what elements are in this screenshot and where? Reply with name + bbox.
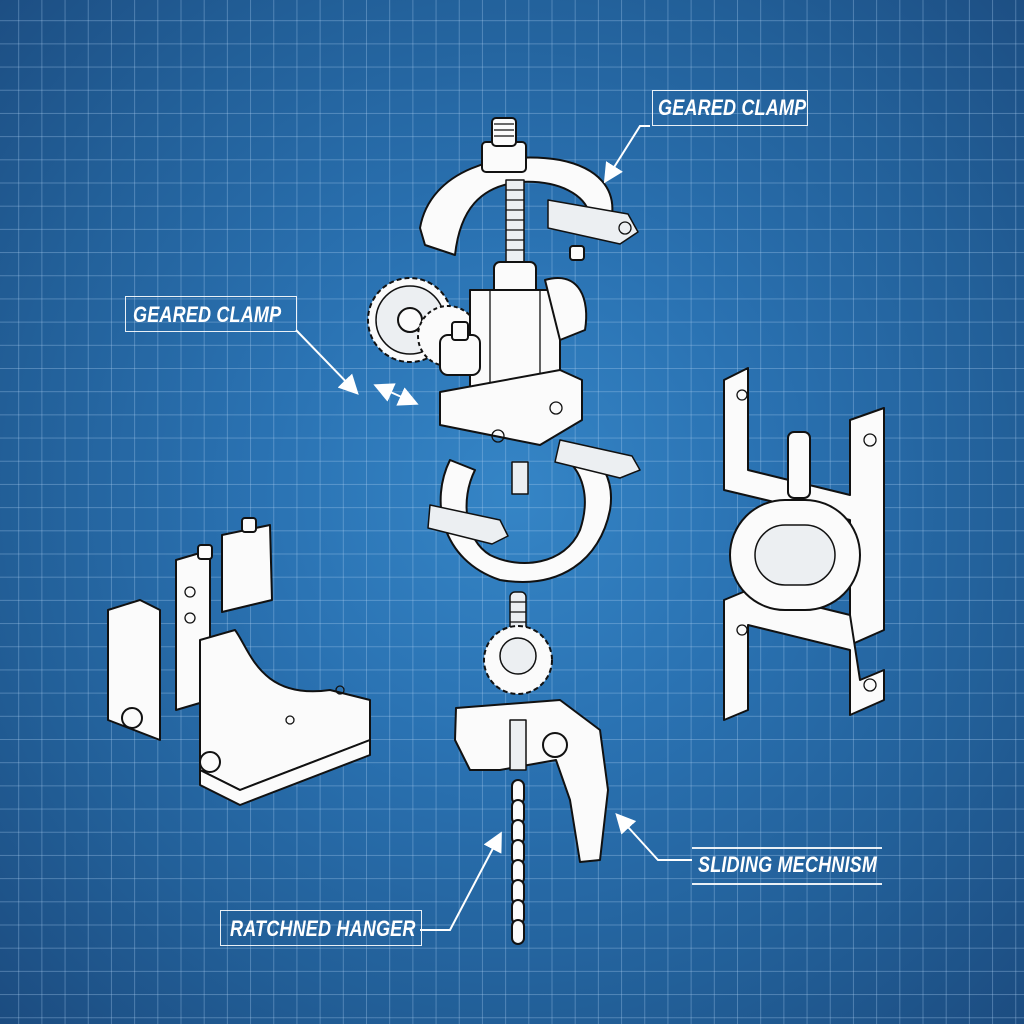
label-rule-sliding-top (692, 847, 882, 849)
gear-train-block (367, 261, 588, 446)
label-geared-clamp-left: GEARED CLAMP (133, 302, 282, 327)
hanger-chain (511, 779, 525, 945)
label-ratcheted-hanger: RATCHNED HANGER (230, 916, 416, 941)
label-sliding-mechanism: SLIDING MECHNISM (698, 852, 878, 877)
upper-clamp-arm (419, 117, 639, 271)
ratchet-hanger (454, 591, 609, 863)
sliding-oval-frame (723, 367, 885, 721)
label-box-geared-clamp-left (125, 296, 297, 332)
label-box-ratcheted-hanger (220, 910, 422, 946)
pipe-clamp-ring (427, 439, 641, 583)
label-geared-clamp-top: GEARED CLAMP (658, 95, 807, 120)
right-angle-bracket (107, 517, 371, 806)
leader-lines (295, 125, 692, 931)
label-box-geared-clamp-top (652, 90, 808, 126)
label-rule-sliding-bottom (692, 883, 882, 885)
